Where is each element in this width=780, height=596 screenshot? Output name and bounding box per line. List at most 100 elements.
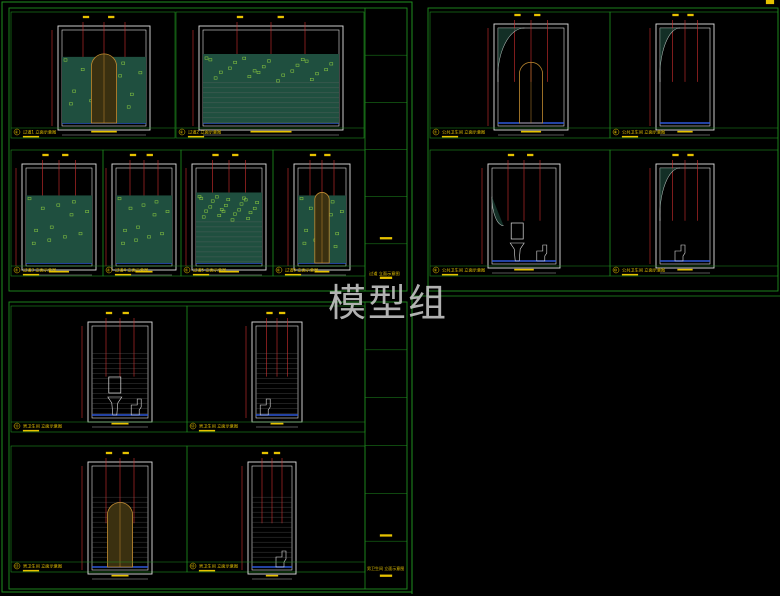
wall-tile-mark — [121, 61, 125, 65]
dimension-label — [687, 13, 694, 17]
dimension-label — [218, 270, 240, 273]
dimension-label — [520, 130, 542, 133]
dimension-label — [507, 153, 515, 157]
panel-cell — [609, 149, 779, 277]
panel-title-underline — [198, 569, 216, 572]
wall-tile-mark — [34, 228, 38, 232]
panel-number: ⑤ — [185, 268, 189, 273]
wall-tile-mark — [255, 201, 259, 204]
dimension-label — [527, 153, 534, 157]
wall-tile-mark — [224, 204, 228, 207]
wall-tile-mark — [315, 72, 319, 76]
panel-number-marker — [13, 422, 21, 430]
panel-cell — [10, 445, 188, 573]
wall-tile-mark — [204, 56, 209, 60]
dimension-label — [122, 311, 129, 315]
panel-title: 男卫生间 立面示意图 — [199, 563, 238, 570]
wall-tile-mark — [281, 73, 285, 77]
dimension-label — [42, 153, 49, 157]
panel-number-marker — [275, 266, 283, 274]
wall-tile-mark — [308, 206, 313, 210]
pedestal-sink — [509, 242, 525, 262]
panel-cell — [429, 11, 611, 139]
wall-tile-mark — [141, 203, 146, 207]
wall-tile-mark — [290, 69, 295, 73]
wall-tile-mark — [134, 238, 138, 242]
wall-tile-mark — [219, 70, 223, 74]
dimension-label — [672, 13, 679, 17]
dimension-label — [105, 311, 113, 315]
wall-tile-mark — [208, 205, 213, 209]
panel-number: ⑭ — [191, 563, 195, 569]
wall-tile-mark — [31, 241, 36, 245]
panel-number: ⑪ — [15, 423, 19, 429]
dimension-label — [232, 153, 239, 157]
wall-tile-mark — [128, 206, 133, 210]
mirror — [108, 376, 122, 394]
wall-tile-mark — [299, 197, 304, 201]
wall-tile-mark — [69, 213, 74, 217]
toilet — [536, 244, 548, 262]
wall-tile-mark — [261, 65, 266, 69]
elevation-panel-p14: ⑭ 男卫生间 立面示意图 — [186, 445, 366, 580]
dimension-label — [236, 15, 244, 19]
wall-tile-mark — [246, 216, 250, 220]
panel-number-marker — [612, 266, 620, 274]
dimension-label — [250, 130, 292, 133]
wall-tile-mark — [226, 198, 231, 202]
dimension-label — [261, 451, 269, 455]
wall-tile-mark — [324, 68, 328, 72]
mirror — [510, 222, 524, 240]
panel-cell — [175, 11, 365, 139]
dimension-label — [514, 13, 521, 17]
curved-wall-fill — [497, 27, 525, 82]
panel-number-marker — [13, 266, 21, 274]
panel-number-marker — [13, 128, 21, 136]
panel-cell — [429, 149, 611, 277]
dimension-label — [672, 153, 679, 157]
panel-number-marker — [178, 128, 186, 136]
wall-tile-mark — [56, 203, 61, 207]
wall-tile-mark — [49, 225, 54, 229]
panel-title: 过道4 立面示意图 — [115, 267, 148, 274]
title-block-mark — [379, 237, 393, 240]
panel-title-underline — [198, 429, 216, 432]
title-block-mark — [379, 534, 393, 537]
wall-tile-mark — [136, 225, 140, 229]
dimension-label — [677, 268, 693, 271]
wall-tile-mark — [340, 210, 344, 213]
panel-number-marker — [13, 562, 21, 570]
wall-tile-mark — [213, 76, 218, 80]
panel-title-underline — [441, 135, 459, 138]
wall-tile-mark — [27, 197, 32, 201]
wall-tile-mark — [295, 63, 300, 67]
wall-tile-mark — [310, 77, 314, 81]
wall-tile-mark — [138, 71, 143, 75]
dimension-label — [687, 153, 694, 157]
sheet-frame-2 — [427, 7, 779, 292]
dimension-label — [135, 270, 153, 273]
wall-tile-mark — [197, 195, 202, 199]
wall-tile-mark — [242, 56, 246, 60]
dimension-label — [514, 268, 534, 271]
panel-number: ② — [180, 130, 184, 135]
dimension-label — [82, 15, 90, 19]
panel-number-marker — [432, 266, 440, 274]
wall-tile-mark — [219, 208, 224, 212]
wall-tile-mark — [130, 92, 134, 96]
curved-wall-arc — [497, 27, 525, 82]
curved-wall-fill — [659, 167, 680, 221]
wall-tile-mark — [300, 58, 305, 61]
wall-tile-mark — [247, 75, 252, 79]
dimension-label — [314, 270, 330, 273]
panel-title-underline — [621, 273, 639, 276]
wall-tile-mark — [123, 228, 127, 232]
wall-tile-mark — [329, 62, 334, 66]
wall-tile-mark — [215, 195, 219, 199]
